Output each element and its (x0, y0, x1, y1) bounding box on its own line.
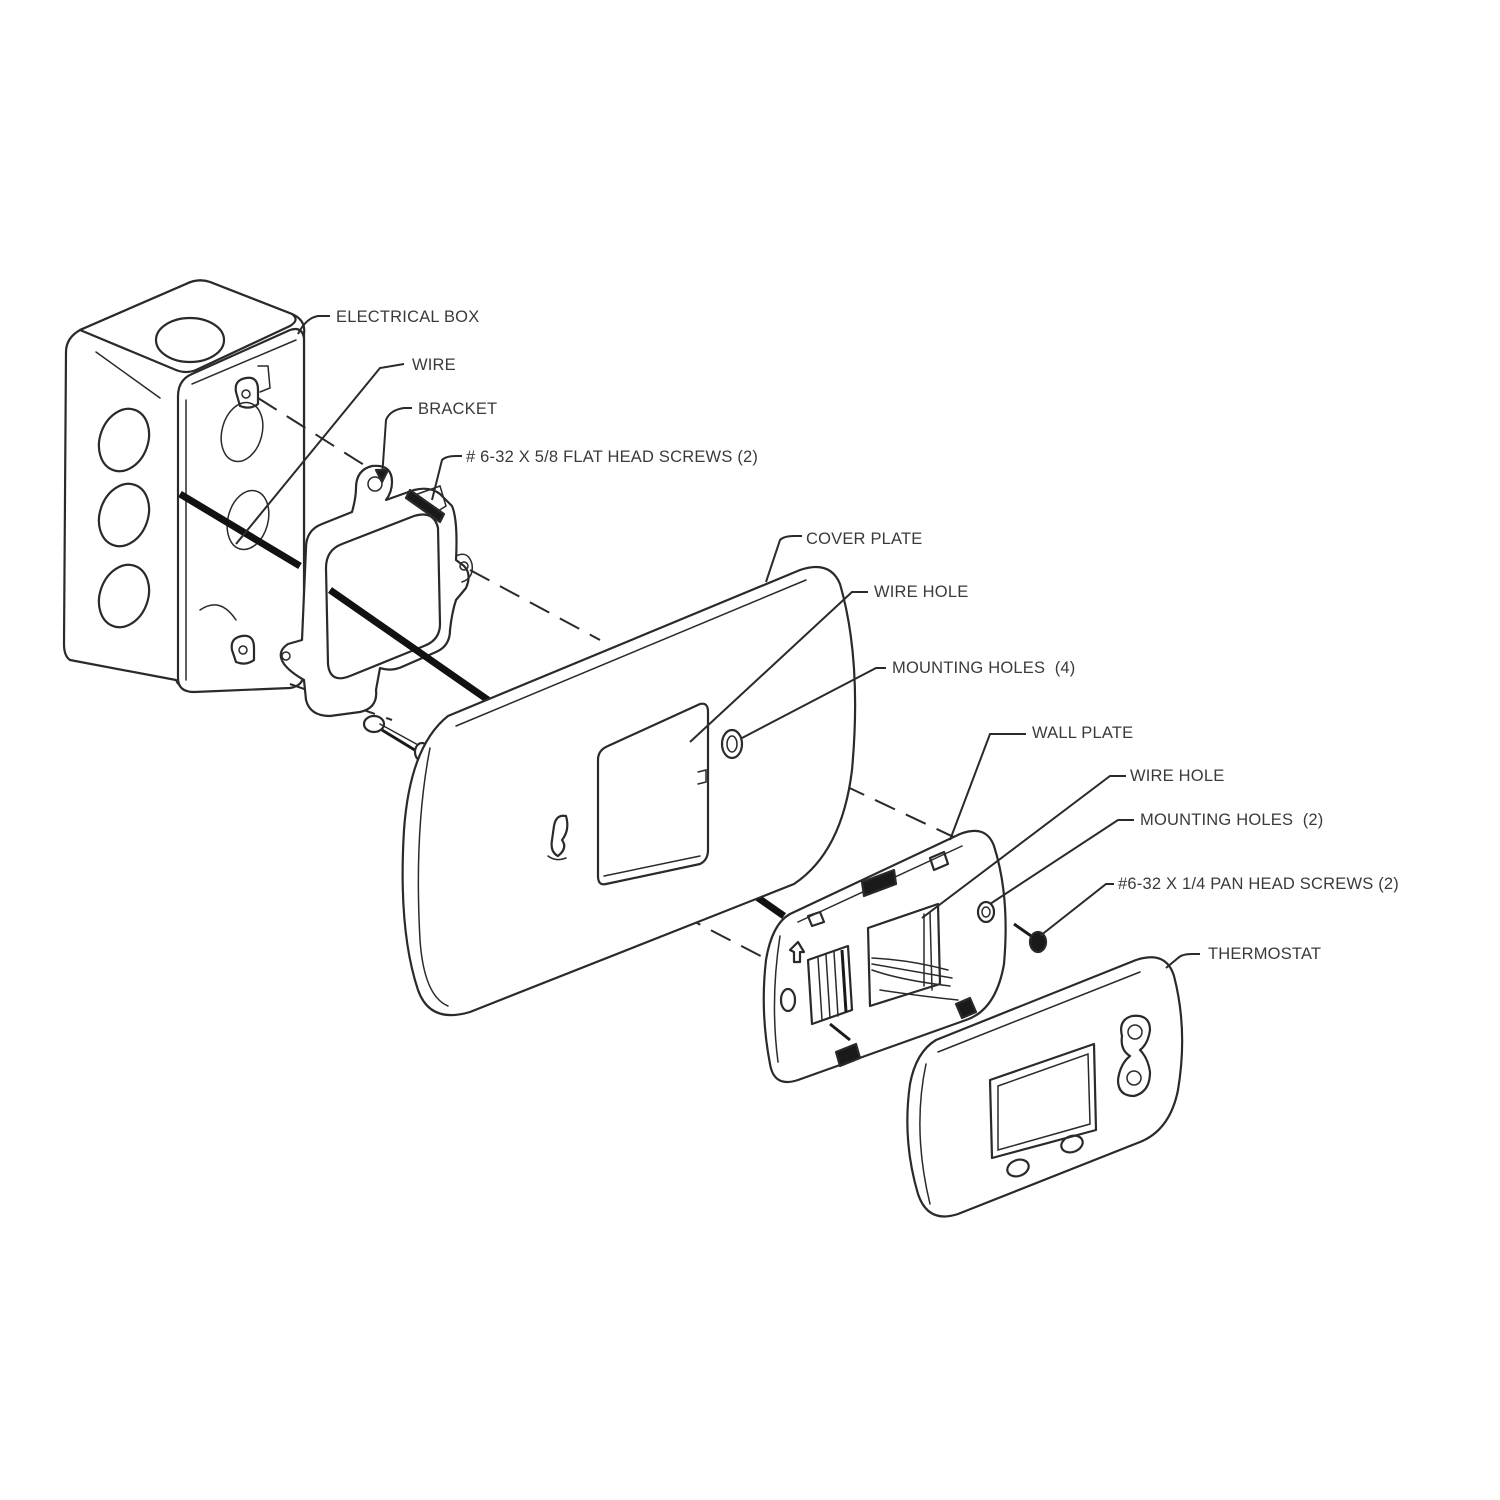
bracket (279, 464, 474, 718)
label-cover-plate: COVER PLATE (806, 530, 923, 548)
label-flat-head-screws: # 6-32 X 5/8 FLAT HEAD SCREWS (2) (466, 448, 758, 466)
label-thermostat: THERMOSTAT (1208, 945, 1321, 963)
label-wall-wire-hole: WIRE HOLE (1130, 767, 1224, 785)
label-electrical-box: ELECTRICAL BOX (336, 308, 479, 326)
electrical-box (62, 279, 306, 694)
label-cover-mounting-holes: MOUNTING HOLES (4) (892, 659, 1075, 677)
label-bracket: BRACKET (418, 400, 497, 418)
label-wall-plate: WALL PLATE (1032, 724, 1133, 742)
leader-lines (235, 315, 1200, 969)
flat-head-screw-top (404, 488, 446, 524)
cover-plate (401, 566, 857, 1017)
label-wire: WIRE (412, 356, 456, 374)
label-wall-mounting-holes: MOUNTING HOLES (2) (1140, 811, 1323, 829)
pan-head-screw-left (829, 1022, 851, 1042)
wall-plate (762, 829, 1007, 1084)
label-pan-head-screws: #6-32 X 1/4 PAN HEAD SCREWS (2) (1118, 875, 1399, 893)
pan-head-screw-right (1013, 922, 1048, 954)
label-cover-wire-hole: WIRE HOLE (874, 583, 968, 601)
thermostat (906, 956, 1184, 1218)
labels: ELECTRICAL BOX WIRE BRACKET # 6-32 X 5/8… (336, 308, 1399, 963)
